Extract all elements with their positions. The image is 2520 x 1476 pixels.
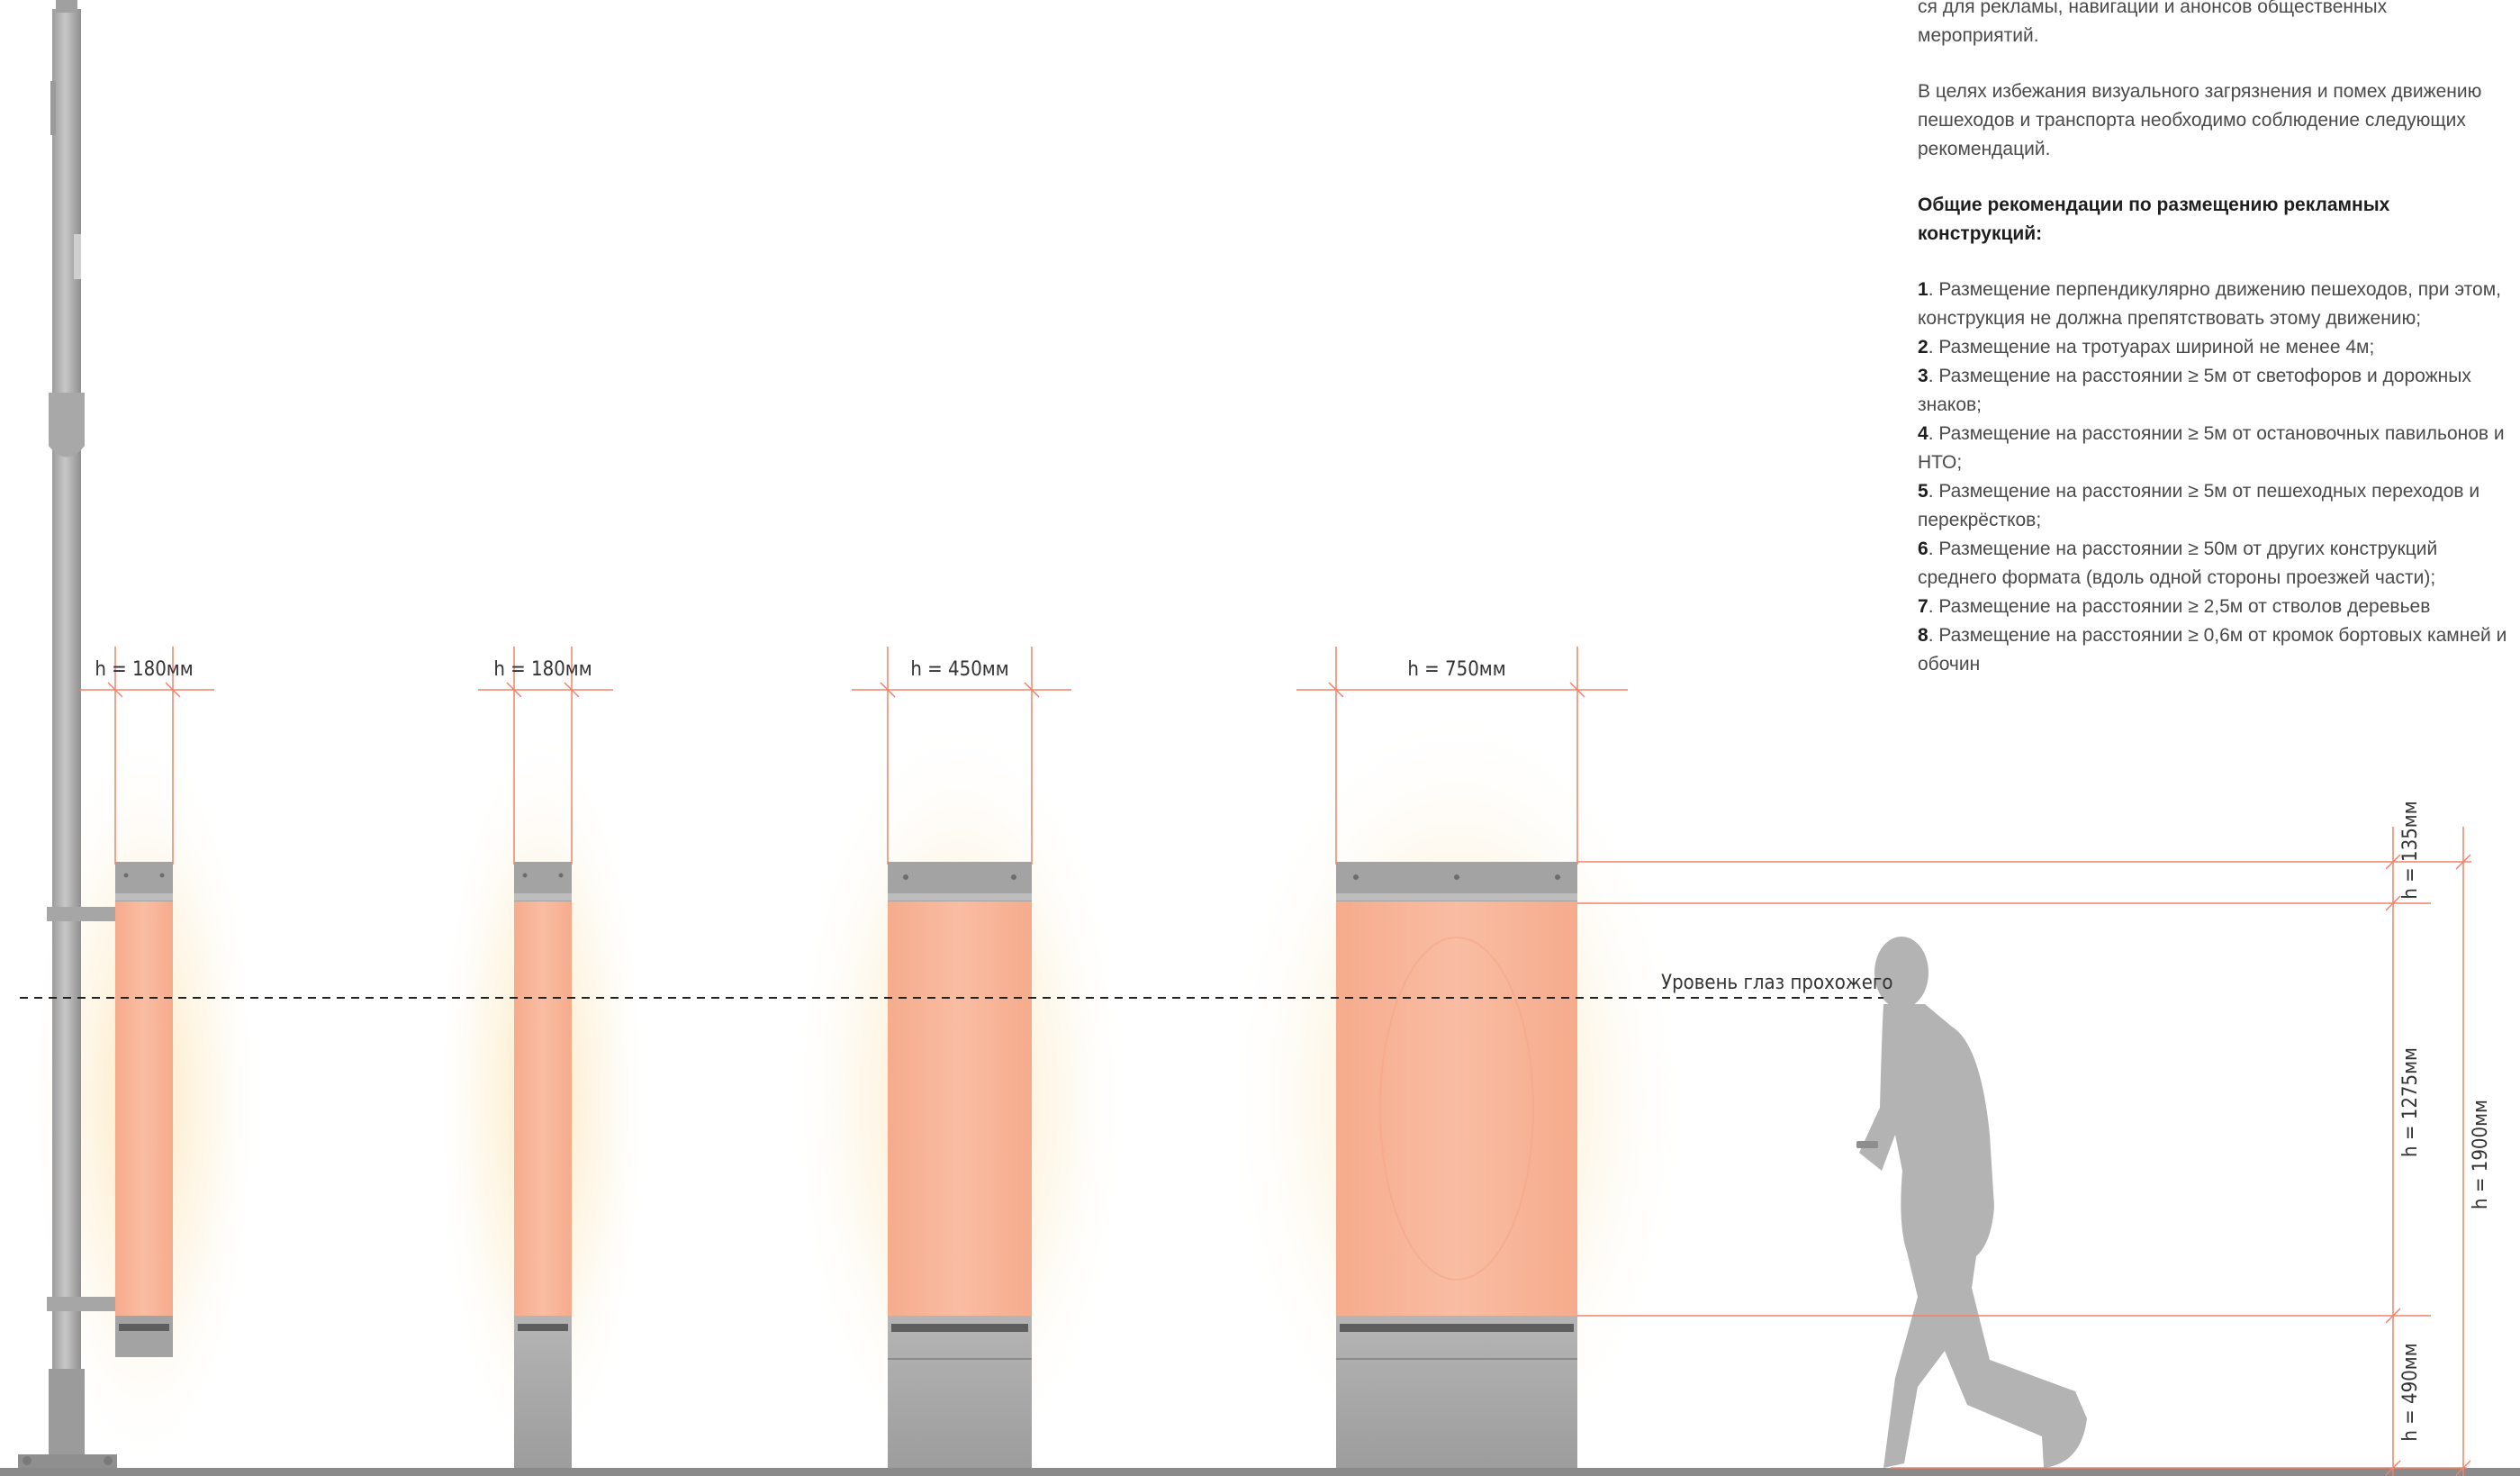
list-item-text: . Размещение на расстоянии ≥ 5м от пешех… (1918, 481, 2480, 530)
list-item-number: 7 (1918, 596, 1928, 617)
sign-freestanding-450 (888, 862, 1032, 1468)
list-item-number: 1 (1918, 279, 1928, 300)
height-label-total: h = 1900мм (2470, 1100, 2492, 1209)
list-item-number: 4 (1918, 423, 1928, 444)
height-label-top: h = 135мм (2399, 801, 2422, 899)
sign-freestanding-180 (514, 862, 572, 1468)
list-item-number: 8 (1918, 625, 1928, 646)
width-dimensions (79, 647, 1628, 865)
list-item-number: 2 (1918, 337, 1928, 358)
list-item-number: 3 (1918, 366, 1928, 386)
list-item-text: . Размещение на расстоянии ≥ 5м от остан… (1918, 423, 2505, 473)
list-item: 5. Размещение на расстоянии ≥ 5м от пеше… (1918, 477, 2512, 535)
width-label-3: h = 450мм (910, 658, 1008, 681)
list-item: 4. Размещение на расстоянии ≥ 5м от оста… (1918, 420, 2512, 477)
height-label-base: h = 490мм (2399, 1343, 2422, 1441)
list-item: 2. Размещение на тротуарах шириной не ме… (1918, 333, 2512, 362)
list-item-text: . Размещение перпендикулярно движению пе… (1918, 279, 2501, 329)
eye-level-label: Уровень глаз прохожего (1661, 972, 1892, 994)
width-label-2: h = 180мм (493, 658, 592, 681)
list-item: 7. Размещение на расстоянии ≥ 2,5м от ст… (1918, 593, 2512, 621)
width-label-4: h = 750мм (1407, 658, 1505, 681)
recommendations-panel: ся для рекламы, навигации и анонсов обще… (1918, 0, 2512, 679)
list-item: 3. Размещение на расстоянии ≥ 5м от свет… (1918, 362, 2512, 420)
list-item-text: . Размещение на тротуарах шириной не мен… (1928, 337, 2375, 358)
body-paragraph: В целях избежания визуального загрязнени… (1918, 81, 2482, 159)
ground-line (0, 1468, 2520, 1476)
list-item-text: . Размещение на расстоянии ≥ 0,6м от кро… (1918, 625, 2507, 675)
street-pole (18, 0, 117, 1468)
list-item-text: . Размещение на расстоянии ≥ 5м от свето… (1918, 366, 2471, 415)
recommendations-heading: Общие рекомендации по размещению рекламн… (1918, 195, 2390, 244)
sign-freestanding-750 (1336, 862, 1577, 1468)
list-item-text: . Размещение на расстоянии ≥ 50м от друг… (1918, 539, 2438, 588)
list-item-number: 5 (1918, 481, 1928, 502)
intro-text: ся для рекламы, навигации и анонсов обще… (1918, 0, 2388, 46)
height-dimensions (1577, 827, 2471, 1476)
height-label-panel: h = 1275мм (2399, 1047, 2422, 1157)
list-item-text: . Размещение на расстоянии ≥ 2,5м от ств… (1928, 596, 2431, 617)
sign-pole-mounted-180 (115, 862, 173, 1357)
pedestrian-figure (1856, 937, 2087, 1468)
width-label-1: h = 180мм (95, 658, 193, 681)
list-item: 6. Размещение на расстоянии ≥ 50м от дру… (1918, 535, 2512, 593)
list-item-number: 6 (1918, 539, 1928, 559)
list-item: 1. Размещение перпендикулярно движению п… (1918, 276, 2512, 333)
list-item: 8. Размещение на расстоянии ≥ 0,6м от кр… (1918, 621, 2512, 679)
